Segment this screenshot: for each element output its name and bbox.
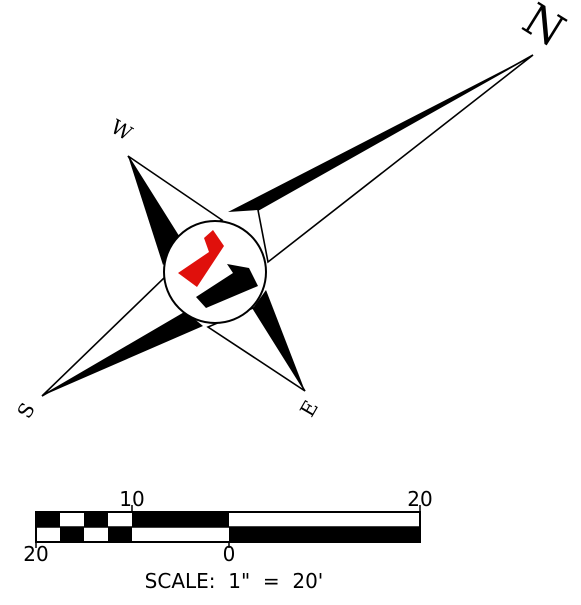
south-label: S bbox=[12, 399, 40, 423]
scale-bar bbox=[35, 505, 421, 548]
west-label: W bbox=[107, 114, 137, 145]
needle-red-chevron bbox=[178, 230, 224, 287]
needle-black-chevron bbox=[196, 264, 258, 308]
scale-tick-label-top-right: 20 bbox=[407, 487, 432, 511]
scale-caption: SCALE: 1" = 20' bbox=[145, 569, 324, 593]
center-circle bbox=[163, 220, 267, 324]
scale-tick-label-top-mid: 10 bbox=[119, 487, 144, 511]
east-label: E bbox=[295, 396, 323, 421]
north-point bbox=[228, 54, 534, 264]
scale-tick-label-bottom-left: 20 bbox=[23, 542, 48, 566]
scale-tick-label-bottom-mid: 0 bbox=[223, 542, 236, 566]
north-label: N bbox=[514, 0, 574, 58]
compass-rose bbox=[41, 54, 534, 397]
